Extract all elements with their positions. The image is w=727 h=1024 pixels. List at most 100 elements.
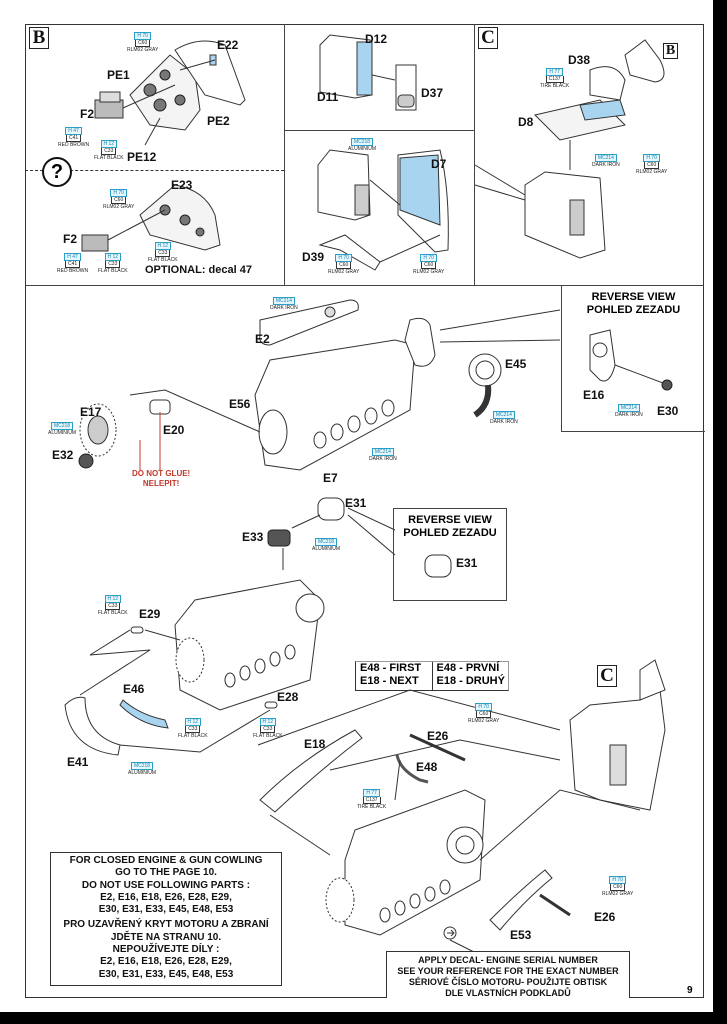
- f2-drawing: [99, 91, 121, 103]
- assembly-line: [479, 789, 641, 861]
- paint-callout: MC214 DARK IRON: [592, 154, 620, 168]
- engine-pulley-drawing: [295, 593, 325, 623]
- paint-callout: H 70 C60 RLM02 GRAY: [127, 32, 159, 53]
- e16-drawing: [592, 342, 608, 358]
- part-label: E45: [505, 357, 527, 371]
- e29-drawing: [130, 626, 144, 634]
- paint-callout: H 77 C137 TIRE BLACK: [357, 789, 387, 810]
- paint-callout: MC218 ALUMINIUM: [48, 422, 77, 436]
- assembly-line: [379, 234, 441, 263]
- optional-divider: [25, 170, 284, 171]
- e46-drawing: [119, 699, 169, 729]
- cylinder-row-drawing: [313, 399, 395, 449]
- assembly-line: [347, 514, 396, 556]
- step-badge-c: C: [478, 27, 498, 49]
- order-col-en: E48 - FIRST E18 - NEXT: [356, 662, 433, 690]
- engine-block-drawing: [254, 339, 416, 471]
- e31-reverse-drawing: [424, 554, 452, 578]
- assembly-line: [144, 629, 181, 641]
- divider: [284, 24, 285, 286]
- gauge-drawing: [179, 214, 191, 226]
- step-badge-b: B: [29, 27, 49, 49]
- reverse-view-box: REVERSE VIEW POHLED ZEZADU: [561, 285, 705, 432]
- paint-callout: H 12 C33 FLAT BLACK: [94, 140, 124, 161]
- e33-part-drawing: [267, 529, 291, 547]
- e32-drawing: [78, 453, 94, 469]
- part-label: F2: [63, 232, 78, 246]
- paint-callout: MC214 DARK IRON: [490, 411, 518, 425]
- part-label: PE2: [207, 114, 230, 128]
- seat-structure-drawing: [609, 744, 627, 786]
- paint-callout: H 70 C60 RLM02 GRAY: [413, 254, 445, 275]
- engine-block-drawing: [174, 579, 321, 711]
- step-badge-c-ref: C: [597, 665, 617, 687]
- page-number: 9: [687, 985, 693, 996]
- e48-drawing: [395, 754, 429, 784]
- part-label: D37: [421, 86, 444, 100]
- e28-drawing: [264, 701, 278, 709]
- assembly-line: [394, 759, 401, 801]
- gauge-drawing: [195, 227, 205, 237]
- gear-drawing: [325, 877, 355, 923]
- reverse-view-box-e31: REVERSE VIEW POHLED ZEZADU: [393, 508, 507, 601]
- paint-callout: H 12 C33 FLAT BLACK: [253, 718, 283, 739]
- assembly-line: [474, 184, 526, 201]
- part-label: E2: [255, 332, 270, 346]
- part-label: F2: [80, 107, 95, 121]
- part-label: E46: [123, 682, 145, 696]
- paint-callout: H 47 C41 RED BROWN: [57, 253, 89, 274]
- paint-callout: H 70 C60 RLM02 GRAY: [103, 189, 135, 210]
- housing-drawing: [524, 171, 606, 259]
- assembly-line: [291, 514, 321, 529]
- part-label: E28: [277, 690, 299, 704]
- assembly-line: [79, 629, 151, 696]
- housing-drawing: [569, 199, 585, 236]
- part-label: E22: [217, 38, 239, 52]
- paint-callout: MC218 ALUMINIUM: [348, 138, 377, 152]
- e41-drawing: [64, 696, 121, 756]
- e30-drawing: [661, 379, 673, 391]
- assembly-line: [257, 689, 561, 746]
- part-label: D7: [431, 157, 447, 171]
- d38-drawing: [589, 66, 626, 101]
- highlight-drawing: [399, 154, 441, 226]
- assembly-line: [369, 179, 401, 206]
- part-label: E30: [657, 404, 679, 418]
- part-label: D8: [518, 115, 534, 129]
- panel-back-drawing: [174, 40, 246, 106]
- assembly-line: [439, 339, 561, 343]
- e2-cap-drawing: [324, 306, 336, 318]
- part-label: E56: [229, 397, 251, 411]
- e45-drawing: [475, 360, 495, 380]
- paint-callout: MC214 DARK IRON: [369, 448, 397, 462]
- d39-drawing: [318, 234, 381, 271]
- optional-decal-note: OPTIONAL: decal 47: [145, 264, 252, 276]
- do-not-glue-warning: DO NOT GLUE! NELEPIT!: [132, 469, 191, 488]
- paint-callout: H 12 C33 FLAT BLACK: [98, 595, 128, 616]
- part-label: E32: [52, 448, 74, 462]
- divider: [25, 285, 704, 286]
- f2-drawing: [81, 234, 109, 252]
- e26-drawing: [539, 893, 571, 917]
- part-label: E26: [427, 729, 449, 743]
- assembly-line: [439, 309, 561, 331]
- e17-gear-drawing: [87, 415, 109, 445]
- assembly-line: [179, 59, 216, 71]
- gauge-drawing: [153, 98, 167, 112]
- divider: [474, 24, 475, 286]
- assembly-line: [474, 164, 526, 196]
- paint-callout: H 77 C137 TIRE BLACK: [540, 68, 570, 89]
- assembly-line: [269, 814, 331, 856]
- e45-pipe-drawing: [473, 384, 492, 418]
- part-label: PE1: [107, 68, 130, 82]
- part-label: E53: [510, 928, 532, 942]
- gunsight-drawing: [639, 659, 666, 701]
- assembly-line: [347, 507, 396, 531]
- assembly-line: [129, 389, 261, 433]
- assembly-line: [329, 739, 561, 771]
- paint-callout: MC214 DARK IRON: [615, 404, 643, 418]
- d37-drawing: [397, 94, 415, 108]
